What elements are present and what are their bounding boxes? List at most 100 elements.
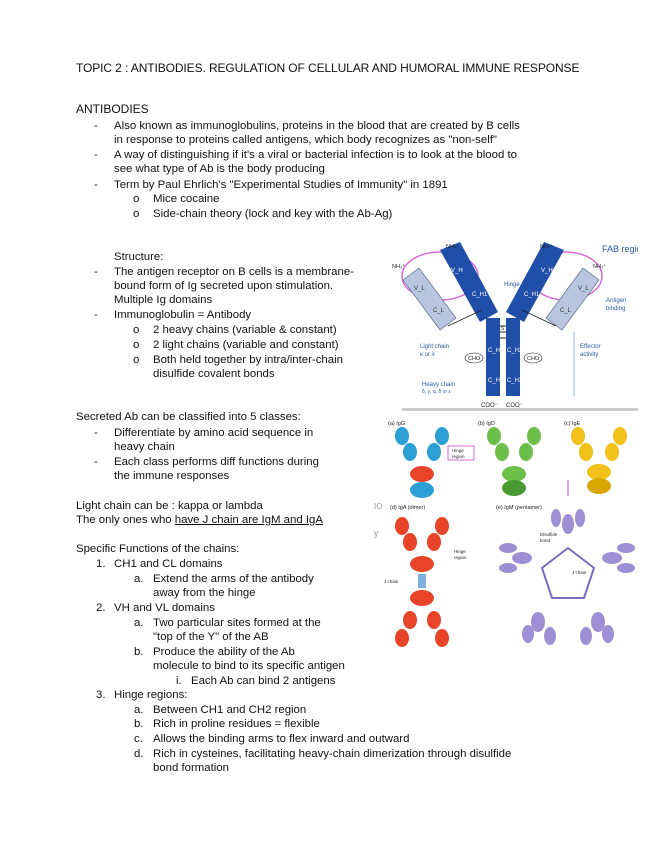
nh3-left: NH₃⁺ [392,263,405,270]
functions-item-1a-line-1: Extend the arms of the antibody [153,573,314,585]
ch2-left-label: C_H2 [488,348,504,354]
heavy-chain-left-arm [440,242,498,322]
antibodies-bullet-1-line-1: Also known as immunoglobulins, proteins … [114,120,520,132]
letter-marker: a. [134,704,144,716]
functions-item-2b-line-2: molecule to bind to its specific antigen [153,660,345,672]
structure-sub-3-line-1: Both held together by intra/inter-chain [153,354,343,366]
antibodies-sub-1: Mice cocaine [153,193,220,205]
light-chain-right [545,267,600,331]
antigen-binding-label-2: binding [606,306,625,312]
classes-bullet-1-line-1: Differentiate by amino acid sequence in [114,427,314,439]
functions-item-3b: Rich in proline residues = flexible [153,718,320,730]
bullet-marker: - [94,266,98,278]
ch3-right-label: C_H3 [507,378,523,384]
ig-classes-figure: (a) IgG Hinge region (b) IgD (c) IgE IO … [374,408,638,647]
igd-label: (b) IgD [478,421,495,427]
circle-marker: o [133,324,140,336]
heavy-chain-label-1: Heavy chain [422,382,455,388]
cho-left: CHO [468,356,481,362]
bullet-marker: - [94,456,98,468]
igg-hinge-label-2: region [452,454,465,459]
letter-marker: b. [134,718,144,730]
structure-bullet-1-line-3: Multiple Ig domains [114,294,213,306]
iga-label: (d) IgA (dimer) [390,505,425,511]
structure-bullet-1-line-1: The antigen receptor on B cells is a mem… [114,266,354,278]
antibodies-bullet-2-line-2: see what type of Ab is the body producin… [114,163,325,175]
heavy-chain-left-stem [486,318,500,396]
structure-heading: Structure: [114,251,164,263]
nh3-right: NH₃⁺ [593,263,606,270]
j-chain-line: The only ones who have J chain are IgM a… [76,513,323,528]
bullet-marker: - [94,149,98,161]
ch1-left-label: C_H1 [472,292,488,298]
coo-right: COO⁻ [506,403,523,409]
ch1-right-label: C_H1 [524,292,540,298]
roman-marker: i. [176,675,182,687]
iga-jchain-label: J chain [384,579,399,584]
igg-antibody [395,427,449,498]
functions-item-2: VH and VL domains [114,602,215,614]
functions-item-3c: Allows the binding arms to flex inward a… [153,733,410,745]
j-chain-underlined: have J chain are IgM and IgA [174,514,323,526]
classes-bullet-2-line-2: the immune responses [114,470,230,482]
functions-item-3: Hinge regions: [114,689,188,701]
circle-marker: o [133,193,140,205]
bullet-marker: - [94,179,98,191]
number-marker: 1. [96,558,106,570]
ige-label: (c) IgE [564,421,581,427]
page-title: TOPIC 2 : ANTIBODIES. REGULATION OF CELL… [76,61,580,75]
edge-text-y: y [374,528,379,538]
igg-label: (a) IgG [388,421,405,427]
functions-item-1: CH1 and CL domains [114,558,223,570]
light-chain-label-1: Light chain [420,344,449,350]
functions-item-2bi: Each Ab can bind 2 antigens [191,675,336,687]
ch3-left-label: C_H3 [488,378,504,384]
bullet-marker: - [94,309,98,321]
classes-bullet-2-line-1: Each class performs diff functions durin… [114,456,319,468]
structure-sub-3-line-2: disulfide covalent bonds [153,368,275,380]
vl-right-label: V_L [578,286,589,292]
antibodies-sub-2: Side-chain theory (lock and key with the… [153,208,393,220]
nh3-right-heavy: NH₃⁺ [540,243,553,250]
heavy-chain-right-arm [506,242,564,322]
functions-item-2b-line-1: Produce the ability of the Ab [153,646,295,658]
circle-marker: o [133,354,140,366]
cl-left-label: C_L [433,308,445,314]
letter-marker: a. [134,617,144,629]
fab-region-label: FAB region [602,244,638,254]
bullet-marker: - [94,427,98,439]
nh3-left-heavy: NH₃⁺ [446,243,459,250]
antigen-binding-label-1: Antigen [606,298,626,304]
hinge-label: Hinge [504,282,520,288]
number-marker: 3. [96,689,106,701]
antibodies-bullet-1-line-2: in response to proteins called antigens,… [114,134,497,146]
disulfide-s: S [501,326,505,332]
cho-right: CHO [527,356,540,362]
edge-text-io: IO [374,502,382,511]
ige-antibody [571,427,627,494]
bullet-marker: - [94,120,98,132]
classes-heading: Secreted Ab can be classified into 5 cla… [76,411,301,423]
letter-marker: b. [134,646,144,658]
classes-bullet-1-line-2: heavy chain [114,441,175,453]
cl-right-label: C_L [560,308,572,314]
vh-left-label: V_H [451,268,463,274]
functions-item-2a-line-2: "top of the Y" of the AB [153,631,269,643]
antibodies-bullet-3: Term by Paul Ehrlich's "Experimental Stu… [114,179,448,191]
functions-item-2a-line-1: Two particular sites formed at the [153,617,321,629]
igm-disulfide-label-2: bond [540,538,551,543]
igm-disulfide-label-1: Disulfide [540,532,558,537]
ch2-right-label: C_H2 [507,348,523,354]
antibodies-bullet-2-line-1: A way of distinguishing if it's a viral … [114,149,517,161]
letter-marker: c. [134,733,143,745]
functions-heading: Specific Functions of the chains: [76,543,240,555]
structure-bullet-2: Immunoglobulin = Antibody [114,309,252,321]
effector-label-2: activity [580,352,598,358]
igm-jchain-label: J chain [572,570,587,575]
iga-hinge-label-2: region [454,555,467,560]
circle-marker: o [133,339,140,351]
functions-item-1a-line-2: away from the hinge [153,587,256,599]
igd-antibody [487,427,541,496]
structure-sub-2: 2 light chains (variable and constant) [153,339,339,351]
circle-marker: o [133,208,140,220]
